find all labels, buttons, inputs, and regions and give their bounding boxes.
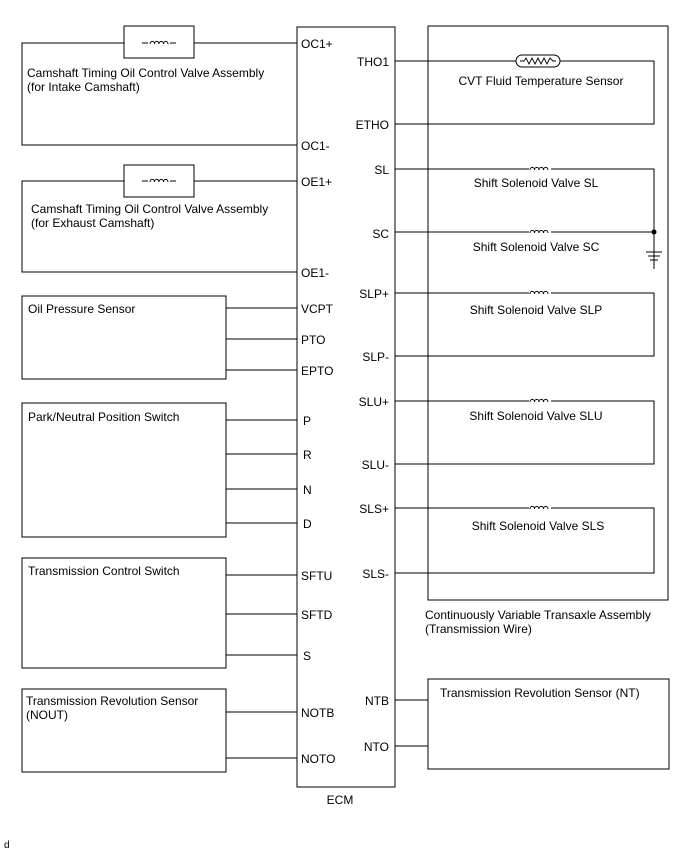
- trans-rev-sensor-nt-label: Transmission Revolution Sensor (NT): [440, 686, 640, 700]
- pin-notb: NOTB: [301, 706, 334, 720]
- pin-nto: NTO: [364, 740, 389, 754]
- pin-vcpt: VCPT: [301, 302, 334, 316]
- pin-oe1p: OE1+: [301, 175, 332, 189]
- pin-s: S: [303, 649, 311, 663]
- intake-ocv-label-2: (for Intake Camshaft): [27, 80, 140, 94]
- pin-pto: PTO: [301, 333, 325, 347]
- pin-r: R: [303, 448, 312, 462]
- pin-n: N: [303, 483, 312, 497]
- pin-slpm: SLP-: [362, 350, 389, 364]
- figure-code: d: [4, 840, 10, 851]
- pin-d: D: [303, 517, 312, 531]
- oil-pressure-sensor: Oil Pressure Sensor: [21, 295, 297, 380]
- ground-icon: [646, 251, 662, 261]
- shift-solenoid-sc-label: Shift Solenoid Valve SC: [473, 240, 600, 254]
- pin-p: P: [303, 414, 311, 428]
- pin-noto: NOTO: [301, 752, 335, 766]
- transmission-control-switch-label: Transmission Control Switch: [28, 564, 180, 578]
- cvt-fluid-temp-sensor: CVT Fluid Temperature Sensor: [395, 54, 655, 125]
- shift-solenoid-slu-label: Shift Solenoid Valve SLU: [469, 409, 602, 423]
- shift-solenoid-sl-label: Shift Solenoid Valve SL: [474, 176, 599, 190]
- shift-solenoid-sls-label: Shift Solenoid Valve SLS: [472, 519, 605, 533]
- park-neutral-switch: Park/Neutral Position Switch: [21, 402, 297, 538]
- pin-ntb: NTB: [365, 694, 389, 708]
- pin-sl: SL: [374, 163, 389, 177]
- pin-slpp: SLP+: [359, 287, 389, 301]
- ecm-label: ECM: [327, 793, 354, 807]
- shift-solenoid-slp-label: Shift Solenoid Valve SLP: [470, 303, 603, 317]
- shift-solenoid-sls: Shift Solenoid Valve SLS: [395, 504, 655, 574]
- ecm-block: ECM: [296, 26, 396, 807]
- cvt-fluid-temp-sensor-label: CVT Fluid Temperature Sensor: [459, 74, 624, 88]
- trans-rev-sensor-nout-label-1: Transmission Revolution Sensor: [26, 694, 198, 708]
- pin-sc: SC: [372, 227, 389, 241]
- trans-rev-sensor-nout-label-2: (NOUT): [26, 708, 68, 722]
- exhaust-ocv: Camshaft Timing Oil Control Valve Assemb…: [21, 164, 297, 273]
- oil-pressure-sensor-label: Oil Pressure Sensor: [28, 302, 135, 316]
- transaxle-assembly: Continuously Variable Transaxle Assembly…: [425, 25, 669, 636]
- pin-epto: EPTO: [301, 364, 333, 378]
- pin-tho1: THO1: [357, 55, 389, 69]
- ecm-right-pins: THO1 ETHO SL SC SLP+ SLP- SLU+ SLU- SLS+…: [356, 55, 390, 754]
- trans-rev-sensor-nt: Transmission Revolution Sensor (NT): [395, 678, 670, 770]
- shift-solenoid-sl: Shift Solenoid Valve SL: [395, 165, 655, 269]
- park-neutral-switch-label: Park/Neutral Position Switch: [28, 410, 179, 424]
- pin-slsm: SLS-: [362, 567, 389, 581]
- intake-ocv-label-1: Camshaft Timing Oil Control Valve Assemb…: [27, 66, 264, 80]
- pin-etho: ETHO: [356, 118, 389, 132]
- pin-slup: SLU+: [359, 395, 389, 409]
- pin-sftd: SFTD: [301, 608, 333, 622]
- pin-oe1m: OE1-: [301, 266, 329, 280]
- ecm-left-pins: OC1+ OC1- OE1+ OE1- VCPT PTO EPTO P R N …: [301, 37, 335, 766]
- shift-solenoid-slp: Shift Solenoid Valve SLP: [395, 289, 655, 357]
- transmission-control-switch: Transmission Control Switch: [21, 557, 297, 669]
- trans-rev-sensor-nout: Transmission Revolution Sensor (NOUT): [21, 688, 297, 773]
- transaxle-label-2: (Transmission Wire): [425, 622, 532, 636]
- pin-sftu: SFTU: [301, 569, 332, 583]
- exhaust-ocv-label-2: (for Exhaust Camshaft): [31, 216, 154, 230]
- exhaust-ocv-label-1: Camshaft Timing Oil Control Valve Assemb…: [31, 202, 268, 216]
- pin-slum: SLU-: [362, 458, 389, 472]
- pin-slsp: SLS+: [359, 502, 389, 516]
- intake-ocv: Camshaft Timing Oil Control Valve Assemb…: [21, 25, 297, 146]
- pin-oc1m: OC1-: [301, 139, 330, 153]
- shift-solenoid-slu: Shift Solenoid Valve SLU: [395, 397, 655, 465]
- transaxle-label-1: Continuously Variable Transaxle Assembly: [425, 608, 651, 622]
- pin-oc1p: OC1+: [301, 37, 333, 51]
- shift-solenoid-sc: Shift Solenoid Valve SC: [395, 228, 657, 254]
